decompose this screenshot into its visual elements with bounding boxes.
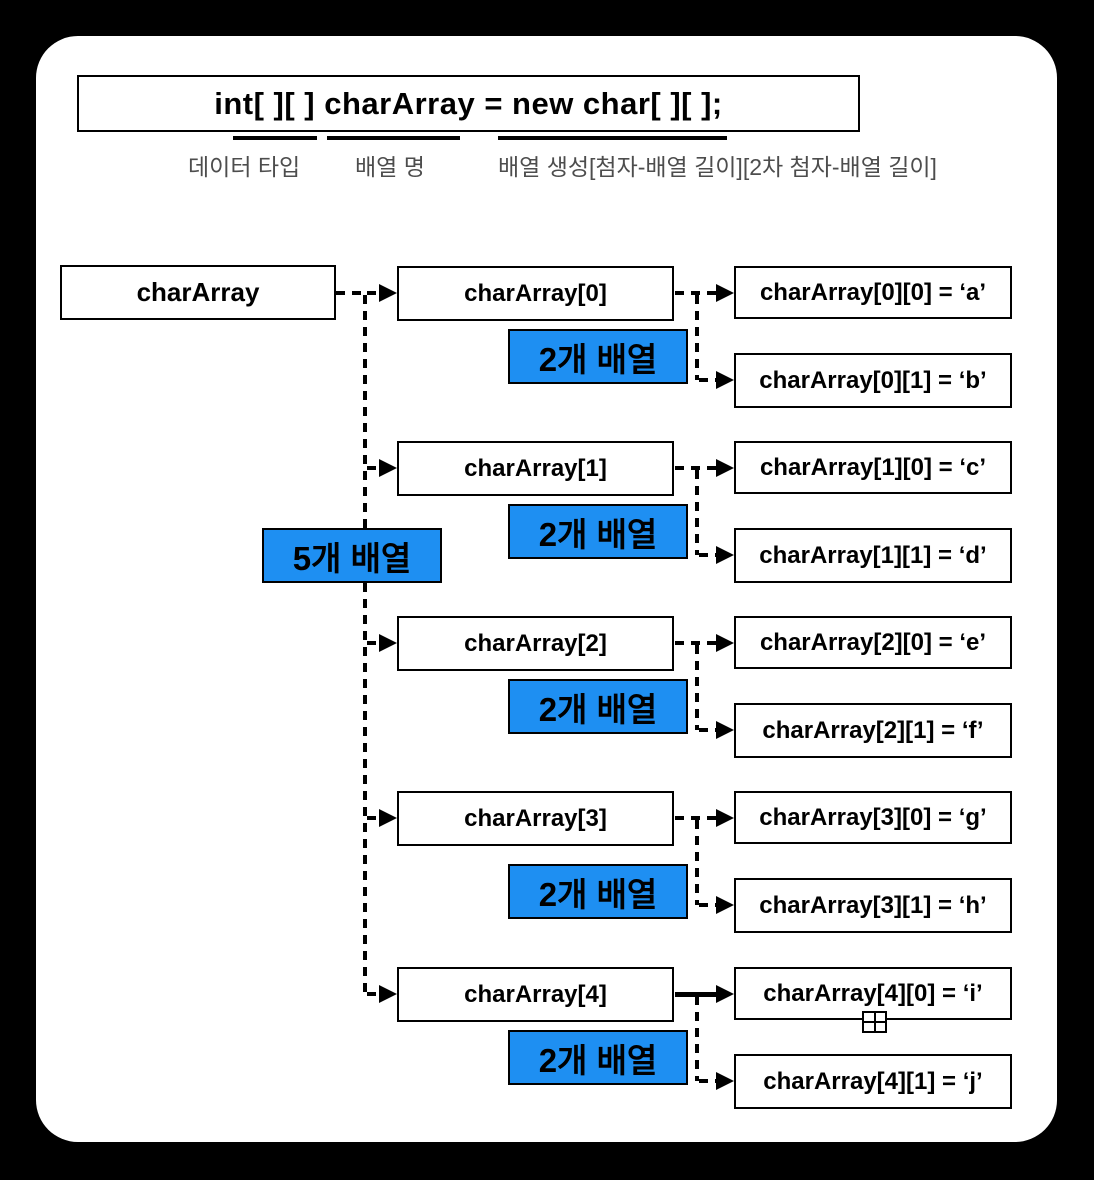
dashed-connector (695, 645, 699, 730)
element-box: charArray[0][0] = ‘a’ (734, 266, 1012, 319)
dashed-connector (699, 903, 716, 907)
arrowhead-icon (716, 896, 734, 914)
arrowhead-icon (716, 721, 734, 739)
arrowhead-icon (379, 809, 397, 827)
arrowhead-icon (716, 1072, 734, 1090)
count-badge: 2개 배열 (508, 1030, 688, 1085)
dashed-connector (699, 378, 716, 382)
dashed-connector (367, 641, 381, 645)
arrowhead-icon (379, 459, 397, 477)
dashed-connector (367, 291, 381, 295)
element-box: charArray[2][1] = ‘f’ (734, 703, 1012, 758)
dashed-connector (695, 996, 699, 1081)
dashed-connector (675, 641, 716, 645)
arrowhead-icon (716, 985, 734, 1003)
dashed-connector (699, 1079, 716, 1083)
annotation-creation: 배열 생성[첨자-배열 길이][2차 첨자-배열 길이] (498, 154, 937, 180)
rounded-panel (36, 36, 1057, 1142)
element-box: charArray[0][1] = ‘b’ (734, 353, 1012, 408)
dashed-connector (367, 466, 381, 470)
dashed-connector (699, 553, 716, 557)
element-box: charArray[1][0] = ‘c’ (734, 441, 1012, 494)
dashed-connector (699, 728, 716, 732)
element-box: charArray[4][1] = ‘j’ (734, 1054, 1012, 1109)
arrowhead-icon (716, 546, 734, 564)
arrowhead-icon (379, 284, 397, 302)
element-box: charArray[2][0] = ‘e’ (734, 616, 1012, 669)
crosshair-plus-icon (862, 1011, 887, 1033)
outer-count-badge: 5개 배열 (262, 528, 442, 583)
count-badge: 2개 배열 (508, 864, 688, 919)
annotation-arrayname: 배열 명 (355, 154, 425, 180)
arrowhead-icon (379, 985, 397, 1003)
arrowhead-icon (716, 284, 734, 302)
pointer-box: charArray[3] (397, 791, 674, 846)
underline-arrayname (327, 136, 460, 140)
arrowhead-icon (716, 809, 734, 827)
arrowhead-icon (716, 371, 734, 389)
dashed-connector (695, 470, 699, 555)
element-box: charArray[1][1] = ‘d’ (734, 528, 1012, 583)
dashed-connector (363, 295, 367, 996)
dashed-connector (336, 291, 365, 295)
pointer-box: charArray[4] (397, 967, 674, 1022)
dashed-connector (695, 295, 699, 380)
dashed-connector (675, 291, 716, 295)
count-badge: 2개 배열 (508, 329, 688, 384)
dashed-connector (695, 820, 699, 905)
dashed-connector (675, 466, 716, 470)
dashed-connector (675, 816, 716, 820)
underline-creation (498, 136, 727, 140)
code-declaration-box: int[ ][ ] charArray = new char[ ][ ]; (77, 75, 860, 132)
solid-connector (675, 992, 716, 997)
count-badge: 2개 배열 (508, 679, 688, 734)
arrowhead-icon (716, 459, 734, 477)
pointer-box: charArray[2] (397, 616, 674, 671)
arrowhead-icon (716, 634, 734, 652)
pointer-box: charArray[0] (397, 266, 674, 321)
root-array-box: charArray (60, 265, 336, 320)
count-badge: 2개 배열 (508, 504, 688, 559)
element-box: charArray[3][0] = ‘g’ (734, 791, 1012, 844)
pointer-box: charArray[1] (397, 441, 674, 496)
annotation-datatype: 데이터 타입 (188, 154, 301, 180)
dashed-connector (367, 816, 381, 820)
dashed-connector (367, 992, 381, 996)
underline-datatype (233, 136, 317, 140)
arrowhead-icon (379, 634, 397, 652)
element-box: charArray[3][1] = ‘h’ (734, 878, 1012, 933)
